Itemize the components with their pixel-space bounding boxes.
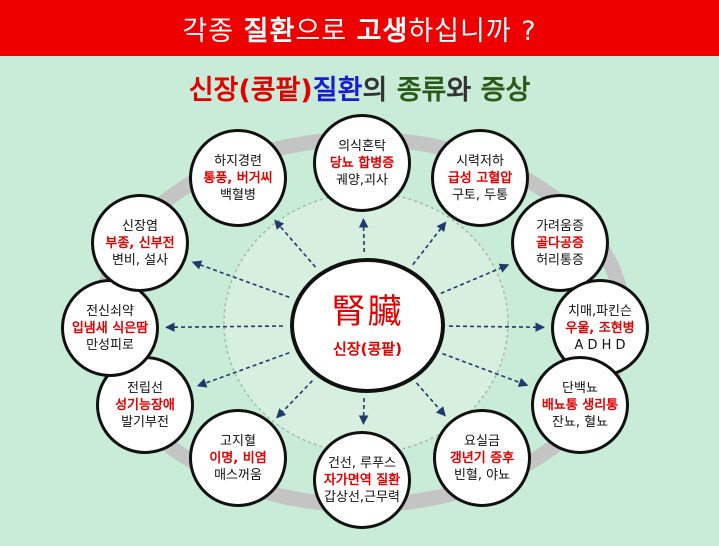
symptom-line: 신장염 [122,218,158,234]
subtitle-part: (콩팥) [238,75,313,106]
symptom-line-highlight: 갱년기 증후 [449,450,515,466]
symptom-line: 단백뇨 [562,380,598,396]
dashed-arrow [412,221,447,266]
subtitle-part: 신장 [188,75,239,106]
dashed-arrow [165,322,284,333]
symptom-line-highlight: 입냄새 식은땀 [71,320,149,336]
title-part-bold: 고생 [356,15,409,47]
symptom-line: 전신쇠약 [86,303,134,319]
symptom-line: 빈혈, 야뇨 [453,467,511,483]
subtitle-part: 증상 [480,75,531,106]
symptom-line-highlight: 자가면역 질환 [323,472,401,488]
symptom-line-highlight: 급성 고혈압 [447,170,513,186]
diagram-subtitle: 신장(콩팥)질환의 종류와 증상 [0,68,719,107]
header-title: 각종 질환으로 고생하십니까 ? [182,9,536,48]
symptom-line: 궤양,괴사 [336,172,388,188]
title-part: 각종 [182,15,244,47]
symptom-line: 가려움증 [536,218,584,234]
symptom-line-highlight: 배뇨통 생리통 [541,397,619,413]
symptom-line-highlight: 부종, 신부전 [105,235,175,251]
kidney-korean-label: 신장(콩팥) [333,340,402,358]
symptom-line: 고지혈 [220,433,256,449]
symptom-line: 구토, 두통 [451,187,509,203]
dashed-arrow [276,380,313,419]
symptom-line-highlight: 당뇨 합병증 [329,155,395,171]
symptom-line: 갑상선,근무력 [324,489,400,505]
symptom-line: 시력저하 [456,153,504,169]
symptom-line: 전립선 [127,380,163,396]
subtitle-part: 의 [362,75,397,106]
symptom-line-highlight: 이명, 비염 [209,450,267,466]
title-part: 으로 [295,15,357,47]
symptom-line: 매스꺼움 [214,467,262,483]
subtitle-part: 종류 [396,75,447,106]
symptom-line: 허리통증 [536,252,584,268]
dashed-arrow [440,263,510,295]
subtitle-part: 질환 [312,75,363,106]
dashed-arrow [358,397,369,425]
header-banner: 각종 질환으로 고생하십니까 ? [0,0,719,56]
symptom-line: 변비, 설사 [111,252,169,268]
symptom-line-highlight: 우울, 조현병 [565,320,635,336]
symptom-line: 치매,파킨슨 [568,303,632,319]
subtitle-part: 와 [446,75,481,106]
symptom-line: 하지경련 [214,153,262,169]
symptom-line: 만성피로 [86,337,134,353]
dashed-arrow [415,382,446,417]
dashed-arrow [442,352,529,387]
symptom-line: 의식혼탁 [338,138,386,154]
symptom-line: A D H D [574,337,626,353]
kidney-hanja: 腎臟 [331,292,404,332]
dashed-arrow [196,352,290,388]
dashed-arrow [274,219,317,268]
symptom-line-highlight: 성기능장애 [115,397,175,413]
arrow-group [165,218,545,425]
dashed-arrow [358,218,369,253]
dashed-arrow [448,322,545,332]
symptom-line-highlight: 통풍, 버거씨 [203,170,273,186]
symptom-line-highlight: 골다공증 [536,235,584,251]
symptom-line: 요실금 [464,433,500,449]
kidney-center-circle: 腎臟 신장(콩팥) [290,258,445,393]
symptom-line: 잔뇨, 혈뇨 [551,414,609,430]
symptom-line: 건선, 루푸스 [327,455,397,471]
symptom-line: 백혈병 [220,187,256,203]
dashed-arrow [191,260,290,298]
title-part: 하십니까 ? [408,15,537,47]
symptom-line: 발기부전 [121,414,169,430]
title-part-bold: 질환 [243,15,296,47]
